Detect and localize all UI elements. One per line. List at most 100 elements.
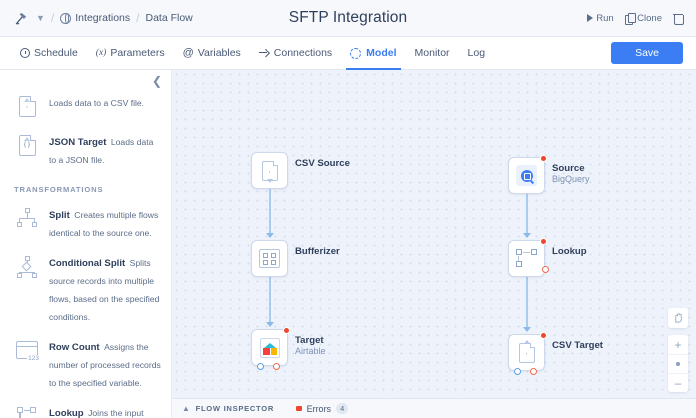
node-label: CSV Target <box>552 340 603 351</box>
edge-csv-source-to-bufferizer <box>269 188 271 236</box>
edge-arrow-csv-target-in <box>523 327 531 332</box>
palette-item-lookup[interactable]: Lookup Joins the input flow with the dat… <box>0 397 171 418</box>
pan-hand-icon[interactable] <box>668 308 688 328</box>
row-count-icon: 123 <box>14 336 40 364</box>
trash-icon[interactable] <box>673 13 684 25</box>
breadcrumb-separator-1: / <box>50 11 55 25</box>
csv-file-icon: , <box>518 340 535 363</box>
node-output-port[interactable] <box>541 266 549 273</box>
palette-item-json-target[interactable]: { } JSON Target Loads data to a JSON fil… <box>0 126 171 174</box>
tab-monitor[interactable]: Monitor <box>415 37 450 69</box>
node-bufferizer[interactable]: Bufferizer <box>251 240 340 277</box>
node-input-port[interactable] <box>514 367 521 375</box>
flow-inspector-toggle[interactable]: ▲ FLOW INSPECTOR <box>182 404 274 413</box>
edge-source-to-lookup <box>526 194 528 236</box>
node-box[interactable] <box>251 240 288 277</box>
airtable-icon <box>259 337 280 358</box>
palette-item-title: Lookup <box>49 408 84 418</box>
errors-count-badge: 4 <box>336 403 349 414</box>
node-box[interactable] <box>508 155 547 194</box>
clock-icon <box>20 48 30 58</box>
globe-icon <box>60 12 72 25</box>
breadcrumb-item-data-flow[interactable]: Data Flow <box>145 12 192 24</box>
errors-label: Errors <box>306 403 332 414</box>
node-box[interactable] <box>251 327 290 366</box>
clone-label: Clone <box>637 12 662 24</box>
breadcrumb-label-data-flow: Data Flow <box>145 12 193 24</box>
edge-arrow-target-in <box>266 322 274 327</box>
top-actions: Run Clone <box>586 12 696 25</box>
play-icon <box>586 14 593 22</box>
connection-arrow-icon <box>258 48 270 58</box>
palette-item-text: Loads data to a CSV file. <box>49 92 144 111</box>
tab-schedule[interactable]: Schedule <box>20 37 78 69</box>
run-button[interactable]: Run <box>586 12 614 24</box>
palette-list: , Loads data to a CSV file. { } JSON Tar… <box>0 70 171 418</box>
zoom-reset-icon[interactable] <box>668 354 688 373</box>
error-dot-icon <box>540 332 547 339</box>
at-sign-icon: @ <box>182 46 194 59</box>
flow-canvas[interactable]: , CSV Source Bufferizer <box>172 70 696 418</box>
save-button[interactable]: Save <box>611 42 683 64</box>
node-csv-source[interactable]: , CSV Source <box>251 152 350 189</box>
node-target-airtable[interactable]: Target Airtable <box>251 327 326 370</box>
palette-item-text: Row Count Assigns the number of processe… <box>49 336 161 391</box>
tab-variables[interactable]: @ Variables <box>183 37 241 69</box>
tab-label-parameters: Parameters <box>110 47 165 59</box>
palette-item-title: Row Count <box>49 342 100 353</box>
palette-item-title: Conditional Split <box>49 258 126 269</box>
palette-item-conditional-split[interactable]: Conditional Split Splits source records … <box>0 247 171 331</box>
antenna-logo-icon[interactable] <box>12 9 30 27</box>
page-title: SFTP Integration <box>288 9 408 26</box>
tab-label-schedule: Schedule <box>34 47 78 59</box>
chevron-down-icon[interactable]: ▼ <box>36 13 45 23</box>
error-dot-icon <box>283 327 290 334</box>
tab-connections[interactable]: Connections <box>258 37 333 69</box>
copy-icon <box>624 13 636 25</box>
conditional-split-icon <box>14 252 40 280</box>
tab-parameters[interactable]: (x) Parameters <box>96 37 165 69</box>
node-source-bigquery[interactable]: Source BigQuery <box>508 155 590 194</box>
node-label: Lookup <box>552 246 587 257</box>
run-label: Run <box>596 12 614 24</box>
node-title: Lookup <box>552 246 587 257</box>
node-label: CSV Source <box>295 158 350 169</box>
zoom-out-icon[interactable]: – <box>668 373 688 392</box>
palette-item-text: Lookup Joins the input flow with the dat… <box>49 402 161 418</box>
palette-item-text: JSON Target Loads data to a JSON file. <box>49 131 161 168</box>
tab-label-connections: Connections <box>273 47 333 59</box>
palette-item-split[interactable]: Split Creates multiple flows identical t… <box>0 199 171 247</box>
node-output-port[interactable] <box>273 362 280 370</box>
node-input-port[interactable] <box>257 362 264 370</box>
node-box[interactable] <box>508 238 547 277</box>
palette-item-desc: Creates multiple flows identical to the … <box>49 210 159 238</box>
clone-button[interactable]: Clone <box>624 12 662 25</box>
palette-item-desc: Joins the input flow with the data from … <box>88 408 144 418</box>
palette-item-desc: Splits source records into multiple flow… <box>49 258 160 322</box>
palette-section-transformations: TRANSFORMATIONS <box>14 185 104 194</box>
breadcrumb-separator-2: / <box>136 11 140 25</box>
edge-lookup-to-csv-target <box>526 277 528 330</box>
palette-item-csv-target[interactable]: , Loads data to a CSV file. <box>0 87 171 126</box>
node-csv-target[interactable]: , CSV Target <box>508 332 603 375</box>
palette-sidebar: ❮ , Loads data to a CSV file. { } JSON T… <box>0 70 172 418</box>
node-box[interactable]: , <box>251 152 288 189</box>
node-label: Source BigQuery <box>552 163 590 185</box>
edge-bufferizer-to-target <box>269 277 271 325</box>
chevron-left-icon[interactable]: ❮ <box>151 74 162 88</box>
node-box[interactable]: , <box>508 332 547 371</box>
tab-label-model: Model <box>366 47 397 59</box>
node-label: Target Airtable <box>295 335 326 357</box>
palette-item-title: Split <box>49 210 70 221</box>
node-lookup[interactable]: Lookup <box>508 238 587 277</box>
zoom-in-icon[interactable]: + <box>674 337 682 352</box>
node-output-port[interactable] <box>530 367 537 375</box>
node-title: Target <box>295 335 324 346</box>
chevron-up-icon: ▲ <box>182 404 191 413</box>
breadcrumb-item-integrations[interactable]: Integrations <box>60 12 130 25</box>
errors-filter[interactable]: Errors 4 <box>296 403 349 414</box>
tab-log[interactable]: Log <box>468 37 486 69</box>
error-dot-icon <box>540 238 547 245</box>
palette-item-row-count[interactable]: 123 Row Count Assigns the number of proc… <box>0 331 171 397</box>
tab-model[interactable]: Model <box>346 37 401 70</box>
